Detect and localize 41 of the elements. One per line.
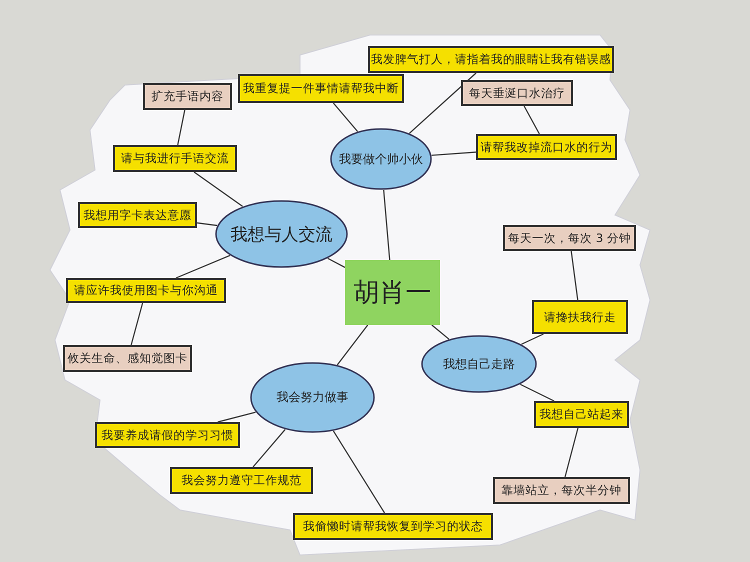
connector-line <box>218 412 256 423</box>
connector-line <box>252 429 286 468</box>
connector-line <box>176 254 230 279</box>
note-box: 我会努力遵守工作规范 <box>170 467 313 494</box>
connector-line <box>196 222 218 226</box>
connector-line <box>332 430 386 514</box>
note-box: 请搀扶我行走 <box>532 300 628 334</box>
connector-line <box>194 172 243 207</box>
note-box: 每天一次，每次 3 分钟 <box>503 225 636 251</box>
connector-line <box>328 258 346 268</box>
connector-line <box>524 106 540 134</box>
connector-line <box>177 110 186 146</box>
connector-line <box>409 72 476 134</box>
connector-line <box>336 324 368 366</box>
connector-line <box>383 190 390 260</box>
connector-line <box>432 152 476 156</box>
note-box: 攸关生命、感知觉图卡 <box>63 345 192 372</box>
note-box: 请应许我使用图卡与你沟通 <box>66 278 226 303</box>
note-box: 我偷懒时请帮我恢复到学习的状态 <box>293 513 493 540</box>
note-box: 扩充手语内容 <box>143 83 232 110</box>
connector-line <box>520 384 554 402</box>
note-box: 我想用字卡表达意愿 <box>78 202 197 228</box>
title-box: 胡肖一 <box>345 260 440 325</box>
note-box: 每天垂涎口水治疗 <box>461 80 573 106</box>
note-box: 我发脾气打人，请指着我的眼睛让我有错误感 <box>368 46 614 73</box>
note-box: 请与我进行手语交流 <box>113 145 237 172</box>
topic-ellipse: 我想自己走路 <box>421 335 537 393</box>
connector-line <box>570 250 578 300</box>
note-box: 我重复提一件事情请帮我中断 <box>238 74 404 103</box>
connector-line <box>130 302 144 346</box>
note-box: 我想自己站起来 <box>534 401 629 428</box>
note-box: 我要养成请假的学习习惯 <box>95 422 240 448</box>
topic-ellipse: 我想与人交流 <box>215 200 348 268</box>
connector-line <box>564 428 579 478</box>
connector-line <box>521 333 544 345</box>
topic-ellipse: 我要做个帅小伙 <box>330 128 432 190</box>
connector-line <box>431 324 450 340</box>
note-box: 请帮我改掉流口水的行为 <box>476 134 617 160</box>
note-box: 靠墙站立，每次半分钟 <box>493 477 630 504</box>
connector-line <box>332 102 358 132</box>
topic-ellipse: 我会努力做事 <box>250 362 375 433</box>
